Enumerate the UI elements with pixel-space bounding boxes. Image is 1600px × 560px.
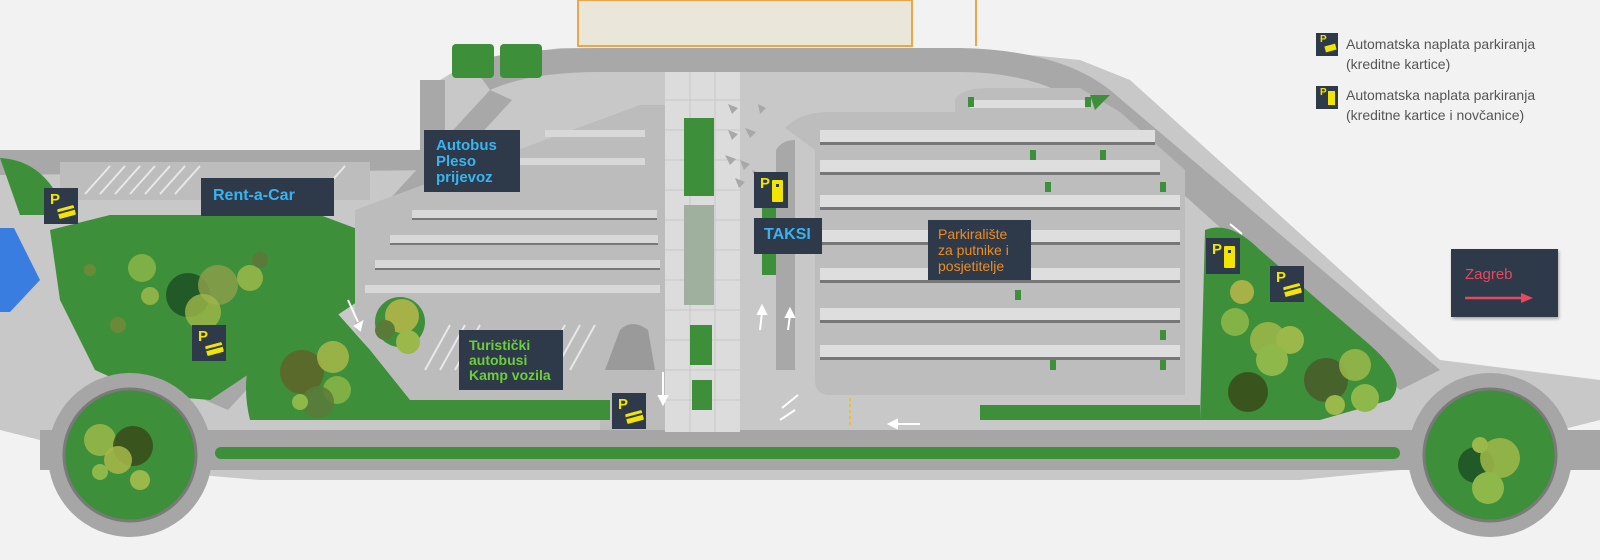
card-payment-icon: P — [192, 325, 226, 361]
arrow-right-icon — [1465, 293, 1533, 303]
card-payment-icon: P — [1270, 266, 1304, 302]
card-cash-payment-icon: P — [1206, 238, 1240, 274]
traffic-arrows — [347, 223, 1243, 430]
building-left — [0, 228, 40, 312]
terminal-building — [577, 0, 913, 47]
card-cash-payment-icon: P — [1316, 86, 1338, 109]
card-payment-icon: P — [44, 188, 78, 224]
card-payment-icon: P — [612, 393, 646, 429]
median-strip — [215, 447, 1400, 459]
legend-item-card-cash: Automatska naplata parkiranja(kreditne k… — [1346, 87, 1536, 123]
zagreb-direction-label: Zagreb — [1451, 249, 1558, 317]
taxi-label: TAKSI — [754, 218, 822, 254]
legend-item-card: Automatska naplata parkiranja(kreditne k… — [1346, 36, 1536, 72]
rent-a-car-label: Rent-a-Car — [201, 178, 334, 216]
card-payment-icon: P — [1316, 33, 1338, 56]
trees — [84, 252, 1520, 504]
card-cash-payment-icon: P — [754, 172, 788, 208]
